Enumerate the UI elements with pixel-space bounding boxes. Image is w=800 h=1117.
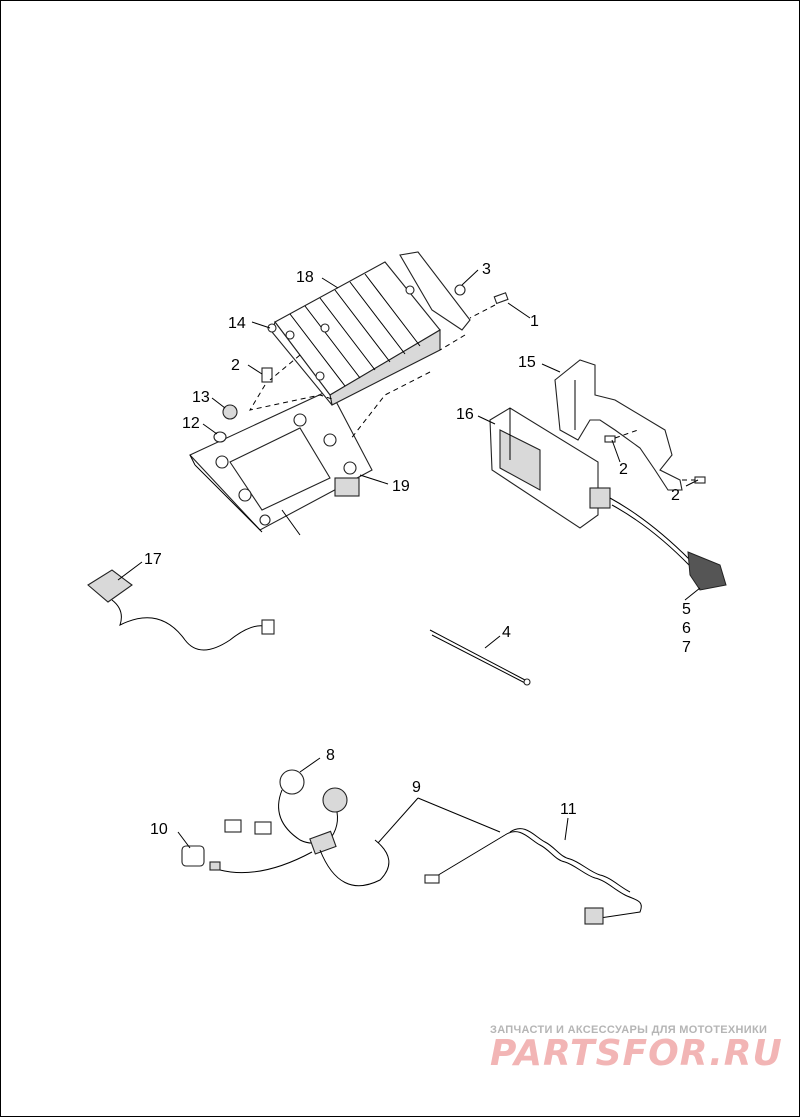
mounting-plate	[189, 389, 373, 536]
nut-13	[222, 404, 238, 420]
callout-1: 1	[530, 313, 539, 330]
callout-6: 6	[682, 620, 691, 637]
fastener-screw-2a	[261, 367, 273, 383]
gps-antenna	[87, 569, 275, 651]
callout-14: 14	[228, 315, 246, 332]
callout-4: 4	[502, 624, 511, 641]
callout-2a: 2	[231, 357, 240, 374]
spacer-12	[213, 431, 227, 443]
callout-2c: 2	[671, 487, 680, 504]
callout-18: 18	[296, 269, 314, 286]
callout-19: 19	[392, 478, 410, 495]
side-bracket	[399, 251, 471, 331]
callout-7: 7	[682, 639, 691, 656]
leader-lines	[117, 269, 701, 849]
callout-5: 5	[682, 601, 691, 618]
grommet-14	[267, 323, 277, 333]
callout-3: 3	[482, 261, 491, 278]
coiled-cord	[424, 828, 642, 925]
callout-12: 12	[182, 415, 200, 432]
callout-2b: 2	[619, 461, 628, 478]
amplifier-unit	[271, 261, 441, 406]
callout-11: 11	[560, 801, 577, 818]
callout-9: 9	[412, 779, 421, 796]
fastener-screw-1	[493, 292, 509, 305]
callout-10: 10	[150, 821, 168, 838]
callout-16: 16	[456, 406, 474, 423]
callout-13: 13	[192, 389, 210, 406]
module-bracket	[554, 359, 683, 491]
headset	[219, 769, 390, 887]
callout-8: 8	[326, 747, 335, 764]
watermark-tagline: ЗАПЧАСТИ И АКСЕССУАРЫ ДЛЯ МОТОТЕХНИКИ	[490, 1024, 768, 1036]
watermark-logo: PARTSFOR.RU	[490, 1033, 783, 1074]
cable-strap	[429, 629, 531, 686]
connector-plug	[181, 845, 221, 871]
callout-17: 17	[144, 551, 162, 568]
fastener-screw-2b	[604, 435, 616, 443]
control-module	[489, 407, 727, 591]
callout-15: 15	[518, 354, 536, 371]
fastener-screw-2c	[694, 476, 706, 484]
